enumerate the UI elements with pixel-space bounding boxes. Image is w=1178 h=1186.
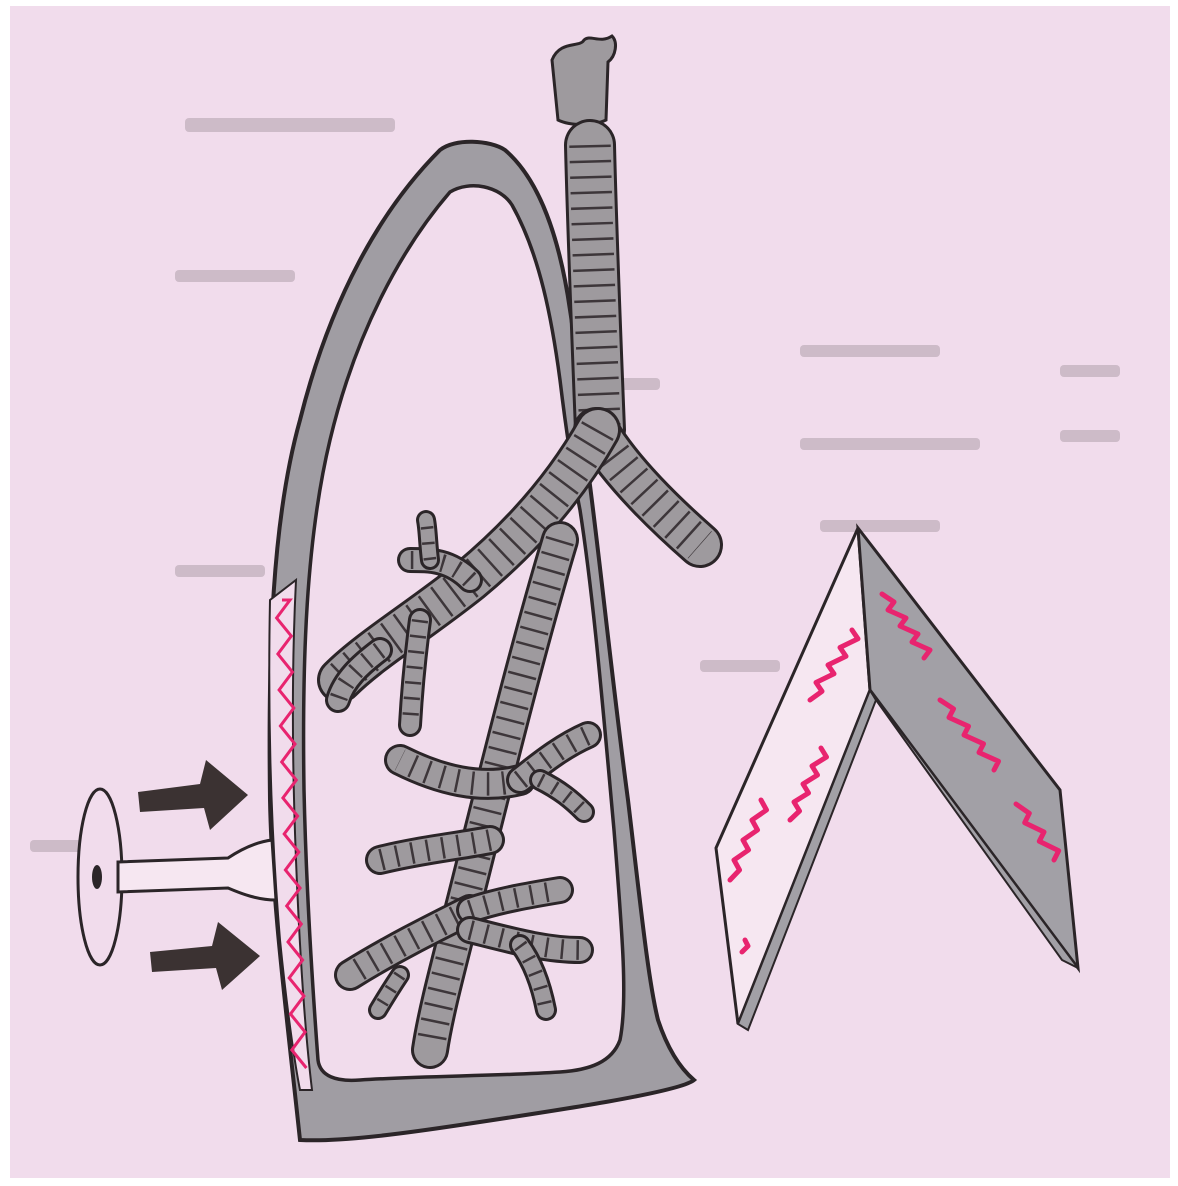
trachea-cut-segment	[552, 36, 615, 125]
bronchus-branch	[426, 520, 430, 560]
trachea	[590, 145, 600, 430]
chestpiece-hole	[92, 865, 102, 889]
trachea-segment-icon	[552, 36, 615, 125]
bronchus-branch	[410, 620, 420, 725]
bronchus-branch	[380, 840, 490, 860]
